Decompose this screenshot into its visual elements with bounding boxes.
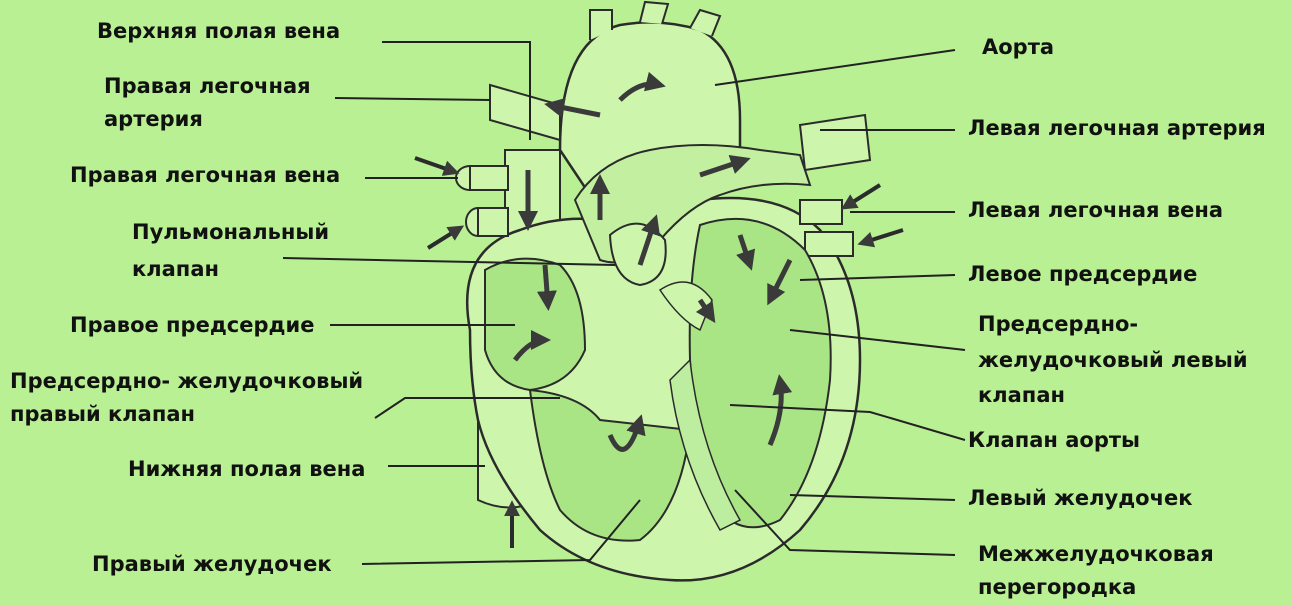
- label-mitral-valve-line2: желудочковый левый: [978, 346, 1248, 375]
- label-right-pulmonary-vein: Правая легочная вена: [70, 161, 340, 190]
- label-right-pulmonary-artery-line2: артерия: [104, 105, 203, 134]
- left-pulmonary-vein-upper: [800, 200, 842, 224]
- label-aortic-valve: Клапан аорты: [968, 426, 1140, 455]
- label-septum-line1: Межжелудочковая: [978, 540, 1214, 569]
- label-superior-vena-cava: Верхняя полая вена: [97, 17, 340, 46]
- label-aorta: Аорта: [982, 33, 1054, 62]
- label-tricuspid-valve-line1: Предсердно- желудочковый: [10, 367, 363, 396]
- left-pulmonary-artery: [800, 115, 870, 170]
- label-left-ventricle: Левый желудочек: [968, 484, 1193, 513]
- label-left-pulmonary-vein: Левая легочная вена: [968, 196, 1223, 225]
- label-right-pulmonary-artery-line1: Правая легочная: [104, 72, 311, 101]
- left-pulmonary-vein-lower: [805, 232, 853, 256]
- label-pulmonary-valve-line1: Пульмональный: [132, 218, 329, 247]
- label-right-ventricle: Правый желудочек: [92, 550, 332, 579]
- label-septum-line2: перегородка: [978, 573, 1136, 602]
- aorta-branch-2: [640, 2, 668, 24]
- label-pulmonary-valve-line2: клапан: [132, 255, 219, 284]
- label-tricuspid-valve-line2: правый клапан: [10, 400, 195, 429]
- label-right-atrium: Правое предсердие: [70, 311, 314, 340]
- label-left-pulmonary-artery: Левая легочная артерия: [968, 114, 1266, 143]
- right-pulmonary-artery: [490, 85, 560, 140]
- label-mitral-valve-line1: Предсердно-: [978, 310, 1138, 339]
- label-left-atrium: Левое предсердие: [968, 260, 1197, 289]
- label-inferior-vena-cava: Нижняя полая вена: [128, 455, 365, 484]
- label-mitral-valve-line3: клапан: [978, 381, 1065, 410]
